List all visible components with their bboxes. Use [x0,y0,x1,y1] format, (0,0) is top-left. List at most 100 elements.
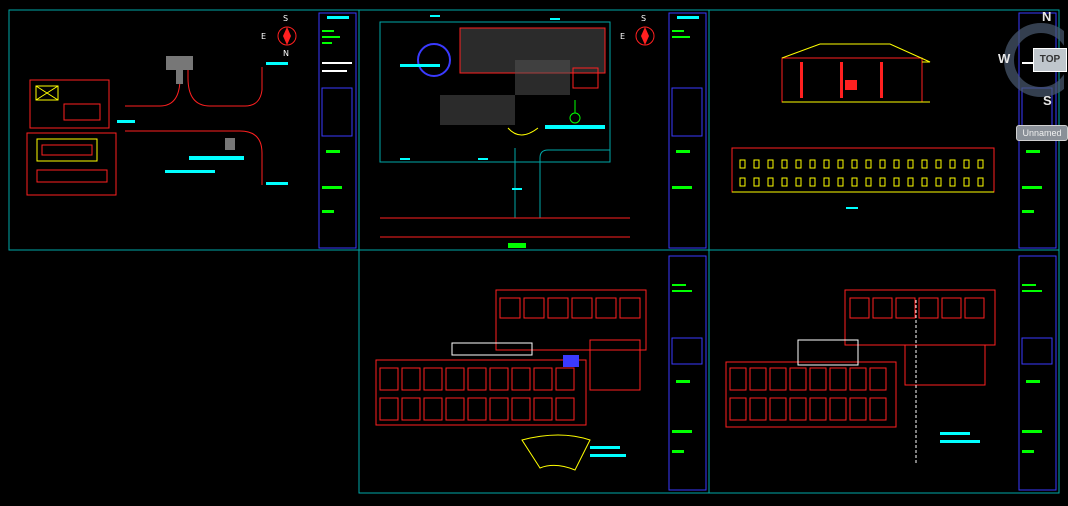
cad-shape [809,367,827,391]
viewcube-ring-icon [1004,23,1068,97]
cad-shape [749,367,767,391]
cad-shape [467,397,487,421]
cad-shape [789,397,807,421]
cad-shape [809,159,816,169]
cad-shape [781,177,788,187]
cad-shape [895,297,916,319]
cad-shape [769,367,787,391]
title-block-5 [1018,255,1057,491]
title-block-2 [668,12,707,249]
cad-shape [869,397,887,421]
cad-shape [753,159,760,169]
cad-shape [795,159,802,169]
cad-shape [595,297,617,319]
cad-shape [935,159,942,169]
cad-shape [423,367,443,391]
cad-shape [445,367,465,391]
cad-shape [829,367,847,391]
compass-sheet-2: S E [620,14,655,46]
cad-shape [837,177,844,187]
cad-shape [964,297,985,319]
cad-shape [533,397,553,421]
cad-shape [823,177,830,187]
compass-e-label: E [261,32,266,41]
cad-shape [837,159,844,169]
cad-shape [401,397,421,421]
viewcube-west-label[interactable]: W [998,51,1011,66]
cad-shape [749,397,767,421]
cad-shape [809,397,827,421]
compass-s-label: S [283,14,288,23]
title-block-4 [668,255,707,491]
cad-shape [963,159,970,169]
cad-shape [941,297,962,319]
cad-shape [829,397,847,421]
cad-shape [753,177,760,187]
cad-shape [849,297,870,319]
compass-e-label-2: E [620,32,625,41]
cad-shape [423,397,443,421]
cad-shape [739,177,746,187]
cad-shape [379,367,399,391]
sheet-3-elevations [731,43,995,209]
cad-shape [893,177,900,187]
cad-shape [401,367,421,391]
cad-shape [865,177,872,187]
cad-shape [767,159,774,169]
cad-shape [879,159,886,169]
cad-shape [851,159,858,169]
cad-shape [769,397,787,421]
cad-shape [781,159,788,169]
cad-shape [879,177,886,187]
viewcube-north-label[interactable]: N [1042,9,1052,24]
cad-shape [499,297,521,319]
floor-plan-1-rooms [379,297,641,421]
cad-shape [571,297,593,319]
compass-sheet-1: S E N [261,14,297,58]
sheet-2-site-plan [379,15,630,248]
compass-s-label-2: S [641,14,646,23]
ucs-menu-button[interactable]: Unnamed [1016,125,1068,141]
title-blocks [318,12,1057,491]
cad-shape [869,367,887,391]
cad-shape [489,367,509,391]
cad-shape [555,397,575,421]
cad-shape [849,397,867,421]
elevation-windows [739,159,984,187]
cad-shape [977,177,984,187]
viewcube-top-face[interactable]: TOP [1033,48,1067,72]
cad-shape [918,297,939,319]
sheet-4-floor-plan [375,289,647,471]
cad-shape [533,367,553,391]
cad-shape [379,397,399,421]
cad-shape [467,367,487,391]
cad-shape [921,177,928,187]
cad-shape [489,397,509,421]
cad-shape [789,367,807,391]
cad-shape [963,177,970,187]
cad-shape [921,159,928,169]
viewcube-south-label[interactable]: S [1043,93,1052,108]
cad-shape [849,367,867,391]
cad-shape [523,297,545,319]
cad-shape [729,367,747,391]
cad-shape [907,159,914,169]
cad-shape [823,159,830,169]
cad-shape [445,397,465,421]
cad-shape [949,177,956,187]
cad-shape [511,397,531,421]
cad-shape [739,159,746,169]
cad-shape [949,159,956,169]
cad-shape [977,159,984,169]
cad-shape [865,159,872,169]
title-block-1 [318,12,357,249]
cad-shape [511,367,531,391]
compass-n-label: N [283,49,289,58]
viewcube[interactable] [998,8,1068,118]
cad-shape [619,297,641,319]
cad-shape [851,177,858,187]
sheet-1-site-access [26,56,288,196]
cad-shape [767,177,774,187]
cad-shape [893,159,900,169]
